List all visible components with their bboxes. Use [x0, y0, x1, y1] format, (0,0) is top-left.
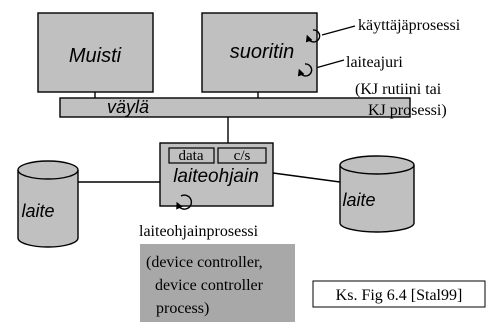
user-process-label: käyttäjäprosessi	[358, 17, 461, 34]
device-left-label: laite	[21, 201, 54, 221]
reference-label: Ks. Fig 6.4 [Stal99]	[336, 287, 463, 304]
cpu-label: suoritin	[230, 41, 294, 63]
device-right-cylinder	[339, 155, 415, 233]
circular-arrow-icon	[176, 194, 193, 210]
controller-note-line2: device controller	[155, 277, 264, 294]
controller-label: laiteohjain	[173, 166, 259, 187]
reference-box	[312, 280, 486, 308]
cs-register-label: c/s	[234, 148, 251, 164]
driver-note-line2: KJ prosessi)	[368, 102, 447, 119]
controller-note-line3: process)	[156, 300, 209, 317]
circular-arrow-icon	[297, 63, 313, 77]
cpu-box	[201, 12, 318, 93]
device-right-label: laite	[342, 190, 375, 210]
user-process-pointer	[321, 25, 356, 36]
driver-note-line1: (KJ rutiini tai	[355, 81, 442, 98]
driver-label: laiteajuri	[346, 54, 403, 71]
circular-arrow-icon	[305, 29, 321, 43]
bus-label: väylä	[107, 97, 149, 117]
controller-process-label: laiteohjainprosessi	[139, 223, 259, 240]
bus-bar	[59, 97, 411, 118]
device-left-cylinder	[17, 160, 79, 248]
controller-note-line1: (device controller,	[146, 254, 263, 271]
data-register	[168, 147, 215, 164]
data-register-label: data	[179, 148, 204, 164]
memory-label: Muisti	[69, 45, 122, 67]
controller-device-right-connector	[272, 172, 341, 183]
cs-register	[217, 147, 267, 164]
controller-note-box	[140, 244, 295, 322]
memory-box	[37, 12, 154, 93]
